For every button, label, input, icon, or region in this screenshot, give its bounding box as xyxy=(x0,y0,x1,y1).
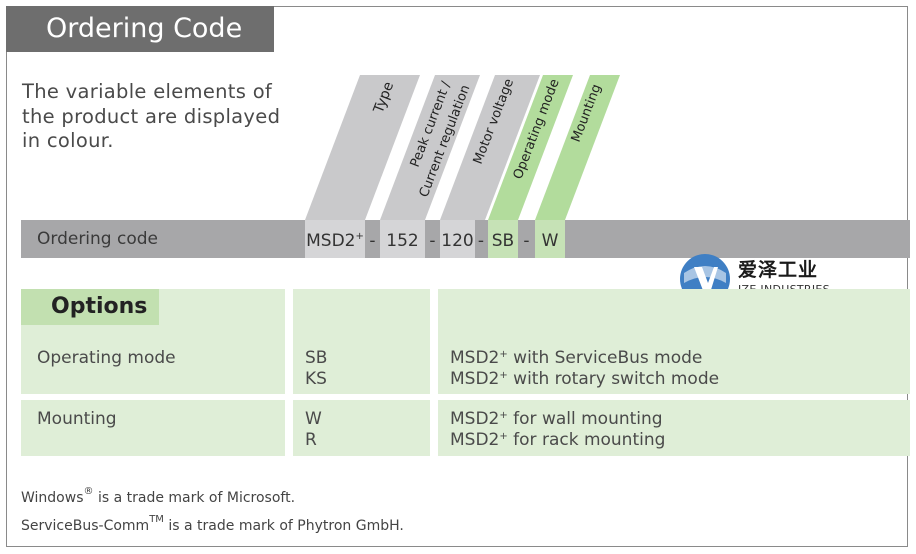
separator-dash: - xyxy=(477,231,485,251)
current-segment: 152 xyxy=(380,220,425,258)
option-code: SB xyxy=(305,348,328,368)
option-code-list: W R xyxy=(305,409,322,451)
option-description-list: MSD2+ for wall mounting MSD2+ for rack m… xyxy=(450,409,665,451)
option-code-list: SB KS xyxy=(305,348,327,390)
options-code-cell xyxy=(293,289,430,394)
options-code-cell xyxy=(293,400,430,456)
option-code: R xyxy=(305,430,317,450)
option-description: MSD2+ with ServiceBus mode xyxy=(450,348,703,368)
option-name: Operating mode xyxy=(37,348,176,368)
separator-dash: - xyxy=(523,231,530,251)
option-description: MSD2+ with rotary switch mode xyxy=(450,369,720,389)
current-column-stripe xyxy=(380,75,480,220)
option-description: MSD2+ for wall mounting xyxy=(450,409,663,429)
ordering-code-column-headers: Type Peak current / Current regulation M… xyxy=(305,75,620,220)
separator-dash: - xyxy=(369,231,376,251)
type-superscript: + xyxy=(355,231,364,242)
type-value: MSD2 xyxy=(306,231,356,251)
intro-text: The variable elements of the product are… xyxy=(22,80,281,152)
type-segment: MSD2+ xyxy=(305,220,365,258)
option-description: MSD2+ for rack mounting xyxy=(450,430,666,450)
options-description-cell xyxy=(438,289,910,394)
type-column-stripe xyxy=(305,75,420,220)
page-frame xyxy=(6,6,908,547)
mode-column-stripe xyxy=(488,75,573,220)
mounting-segment: W xyxy=(535,220,565,258)
logo-chinese-name: 爱泽工业 xyxy=(738,259,819,281)
options-name-cell xyxy=(21,400,285,456)
mode-segment: SB xyxy=(488,220,518,258)
option-name: Mounting xyxy=(37,409,117,429)
page-title: Ordering Code xyxy=(6,6,274,52)
option-code: W xyxy=(305,409,322,429)
mounting-column-stripe xyxy=(535,75,620,220)
options-description-cell xyxy=(438,400,910,456)
trademark-note-windows: Windows® is a trade mark of Microsoft. xyxy=(21,486,296,506)
options-heading: Options xyxy=(21,289,159,325)
ordering-code-label: Ordering code xyxy=(37,229,159,249)
voltage-column-stripe xyxy=(440,75,540,220)
voltage-segment: 120 xyxy=(440,220,475,258)
trademark-note-servicebus: ServiceBus-CommTM is a trade mark of Phy… xyxy=(21,514,404,534)
separator-dash: - xyxy=(429,231,436,251)
option-code: KS xyxy=(305,369,327,389)
option-description-list: MSD2+ with ServiceBus mode MSD2+ with ro… xyxy=(450,348,719,390)
